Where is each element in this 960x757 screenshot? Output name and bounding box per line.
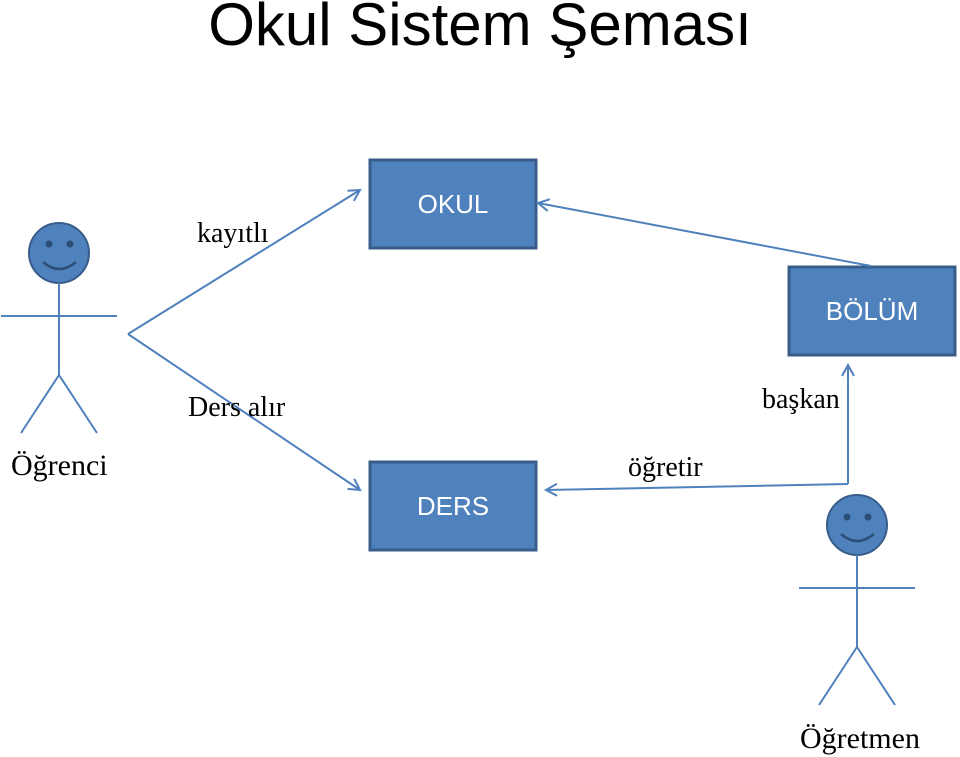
- ogretmen-label: Öğretmen: [800, 722, 920, 755]
- ogrenci-actor: [1, 222, 117, 434]
- smiley-icon: [826, 494, 888, 556]
- ogrenci-label: Öğrenci: [11, 449, 108, 482]
- ders-alir-label: Ders alır: [188, 392, 286, 423]
- okul-box: OKUL: [368, 158, 538, 250]
- page-title: Okul Sistem Şeması: [208, 0, 752, 58]
- bolum-box: BÖLÜM: [787, 265, 957, 357]
- ogretir-label: öğretir: [628, 452, 703, 483]
- okul-label: OKUL: [418, 189, 489, 219]
- kayitli-arrow: [127, 190, 360, 335]
- ders-box: DERS: [368, 460, 538, 552]
- bolum-okul-arrow: [538, 203, 872, 267]
- kayitli-label: kayıtlı: [197, 218, 269, 249]
- ders-label: DERS: [417, 491, 489, 521]
- ders-alir-arrow: [127, 333, 360, 490]
- bolum-label: BÖLÜM: [826, 296, 918, 326]
- smiley-icon: [28, 222, 90, 284]
- ogretmen-actor: [799, 494, 915, 706]
- baskan-label: başkan: [762, 384, 840, 415]
- ogretir-arrow: [546, 484, 849, 490]
